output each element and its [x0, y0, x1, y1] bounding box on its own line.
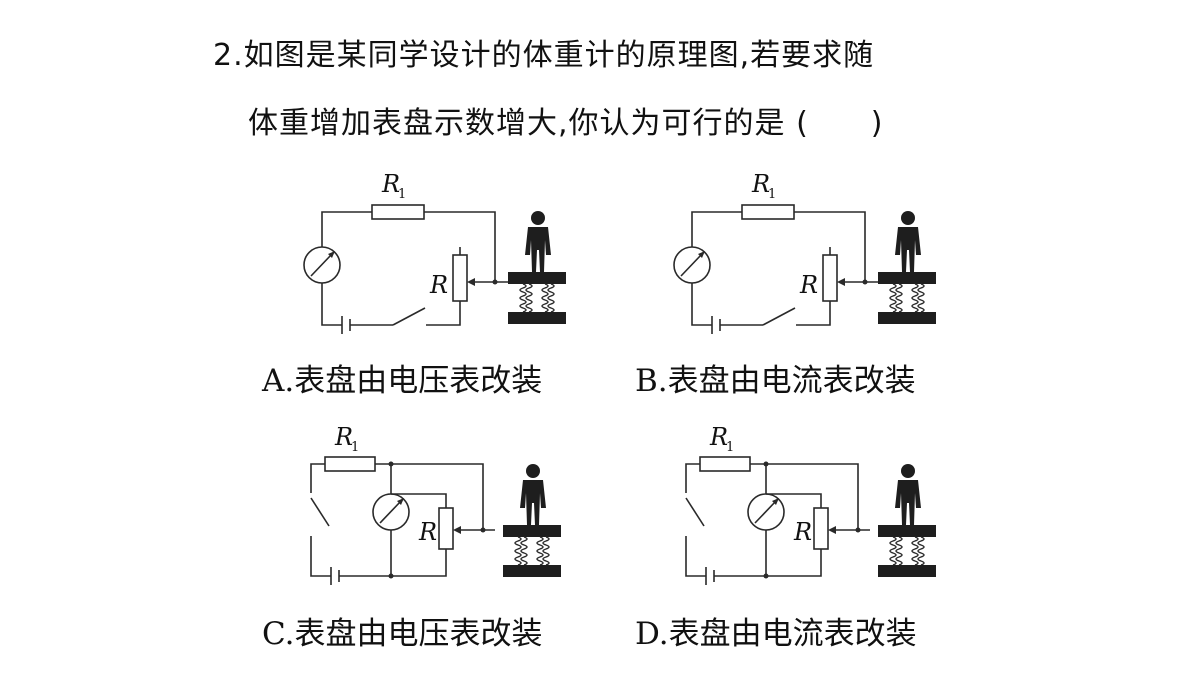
circuit-c: R 1 R — [310, 423, 562, 585]
r1-subscript: 1 — [398, 187, 406, 202]
resistor-r1 — [699, 456, 751, 472]
question-line-2: 体重增加表盘示数增大,你认为可行的是 ( ) — [248, 106, 884, 141]
switch-icon — [685, 497, 705, 527]
circuit-b: R 1 R — [673, 170, 937, 334]
question-line-1: 2.如图是某同学设计的体重计的原理图,若要求随 — [213, 38, 875, 73]
resistor-r1 — [371, 204, 425, 220]
option-a-letter: A. — [262, 363, 295, 399]
circuit-a: R 1 R — [303, 170, 567, 334]
rheostat-r — [438, 507, 454, 550]
option-b[interactable]: B.表盘由电流表改装 — [635, 355, 916, 400]
rheostat-r — [822, 254, 838, 302]
option-b-text: 表盘由电流表改装 — [667, 363, 916, 399]
r1-subscript: 1 — [351, 440, 359, 455]
resistor-r1 — [324, 456, 376, 472]
r1-label: R — [751, 170, 770, 198]
option-b-letter: B. — [635, 363, 668, 399]
rheostat-r — [813, 507, 829, 550]
r-label: R — [418, 518, 437, 546]
r1-label: R — [709, 423, 728, 451]
option-a[interactable]: A.表盘由电压表改装 — [262, 355, 542, 400]
r1-label: R — [381, 170, 400, 198]
r-label: R — [793, 518, 812, 546]
option-c[interactable]: C.表盘由电压表改装 — [262, 608, 542, 653]
option-d-text: 表盘由电流表改装 — [668, 616, 917, 652]
switch-icon — [392, 307, 426, 326]
r1-label: R — [334, 423, 353, 451]
switch-icon — [310, 497, 330, 527]
r-label: R — [799, 271, 818, 299]
option-d-letter: D. — [635, 616, 669, 652]
option-c-letter: C. — [262, 616, 295, 652]
circuit-d: R 1 R — [685, 423, 937, 585]
person-on-scale-icon — [877, 463, 937, 578]
person-on-scale-icon — [502, 463, 562, 578]
r-label: R — [429, 271, 448, 299]
rheostat-r — [452, 254, 468, 302]
r1-subscript: 1 — [768, 187, 776, 202]
r1-subscript: 1 — [726, 440, 734, 455]
person-on-scale-icon — [877, 210, 937, 325]
option-a-text: 表盘由电压表改装 — [294, 363, 543, 399]
person-on-scale-icon — [507, 210, 567, 325]
switch-icon — [762, 307, 796, 326]
resistor-r1 — [741, 204, 795, 220]
option-d[interactable]: D.表盘由电流表改装 — [635, 608, 917, 653]
option-c-text: 表盘由电压表改装 — [294, 616, 543, 652]
